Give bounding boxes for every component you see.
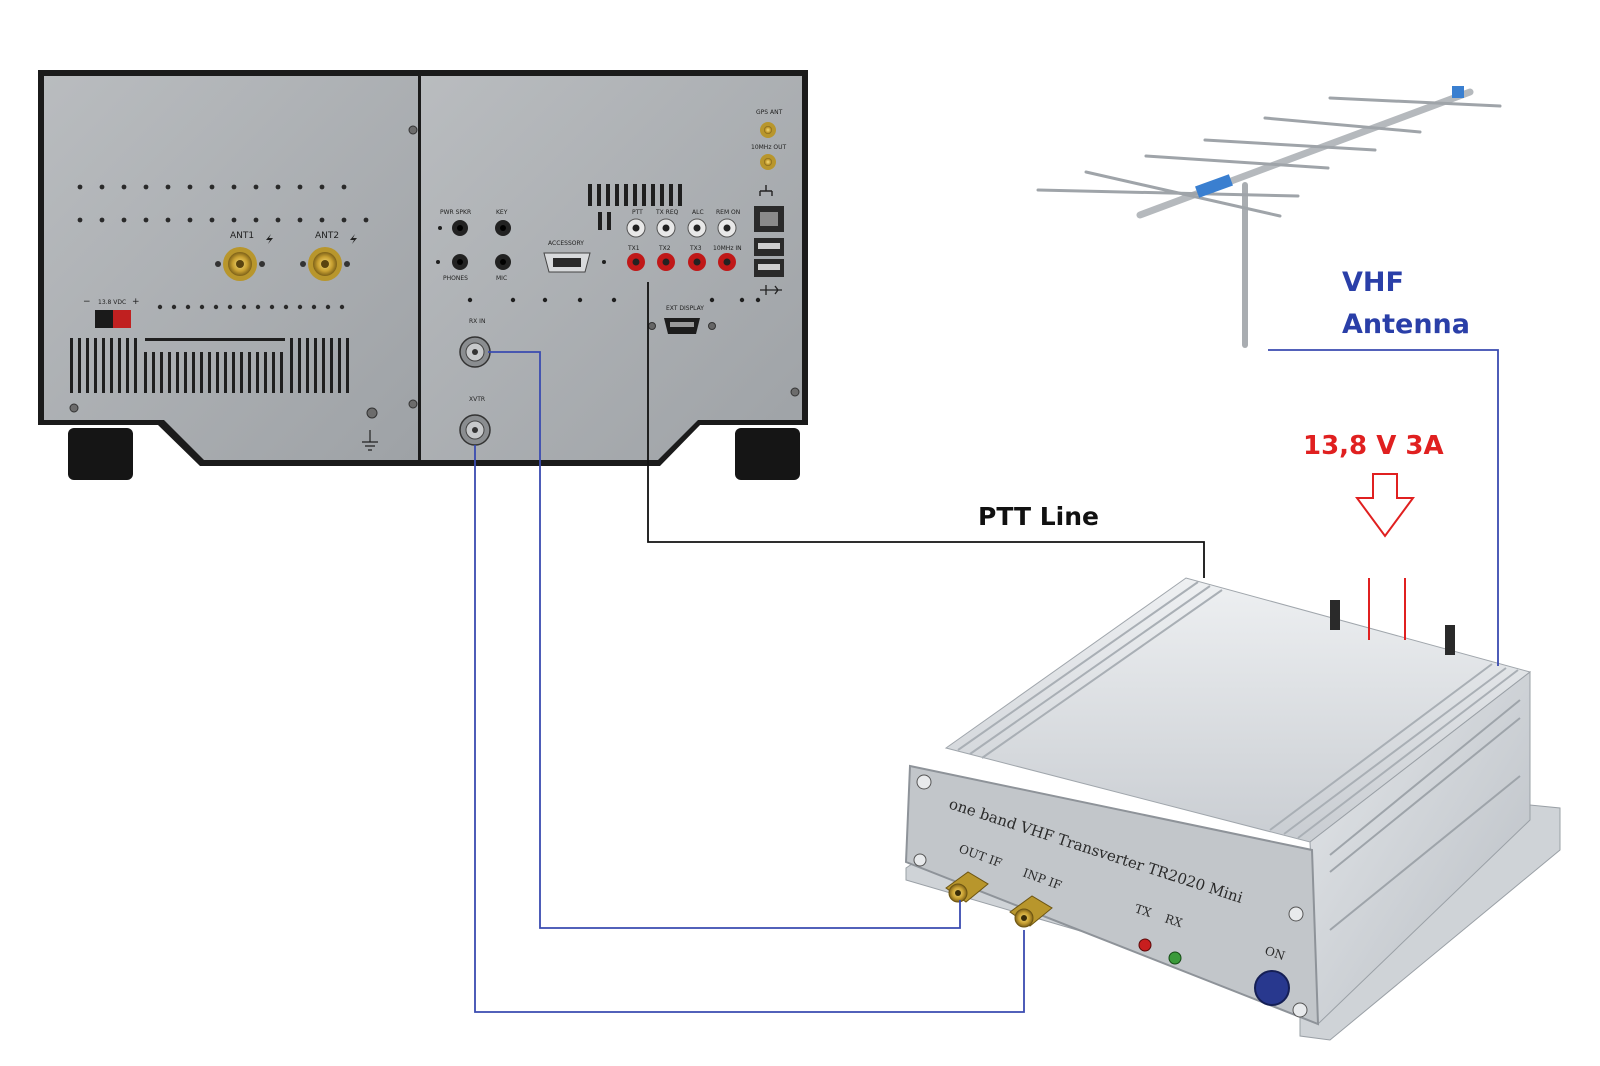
hdmi-port[interactable]: [664, 318, 700, 334]
dc-label: 13.8 VDC: [98, 299, 126, 306]
inp-if-sma-connector[interactable]: [1009, 895, 1053, 928]
key-label: KEY: [496, 209, 508, 216]
ptt-line-label: PTT Line: [978, 502, 1099, 531]
vent-slots: [70, 338, 349, 393]
tx1-label: TX1: [627, 245, 640, 252]
mic-label: MIC: [496, 275, 507, 282]
down-arrow-icon: [1355, 473, 1415, 538]
antenna-feed-cable: [1268, 349, 1499, 666]
tx2-label: TX2: [658, 245, 671, 252]
ten-mhz-in-label: 10MHz IN: [713, 245, 742, 252]
tx3-label: TX3: [689, 245, 702, 252]
ground-icon: [362, 430, 378, 451]
phones-label: PHONES: [443, 275, 468, 282]
ptt-line-cable: [647, 282, 1205, 578]
rca-jacks-bottom: TX1 TX2 TX3 10MHz IN: [627, 245, 742, 271]
lightning-icon: [350, 234, 357, 244]
cables: [474, 282, 1499, 1013]
dc-plus-label: +: [132, 297, 140, 307]
vhf-yagi-antenna: [1036, 86, 1502, 348]
accessory-label: ACCESSORY: [548, 240, 584, 247]
on-button-label: ON: [1263, 944, 1287, 964]
on-button[interactable]: [1254, 970, 1290, 1006]
screws: [69, 125, 800, 419]
rear-terminals: [1330, 600, 1455, 655]
xvtr-cable: [474, 445, 1025, 1013]
lightning-icon: [266, 234, 273, 244]
foot-right: [735, 428, 800, 480]
out-if-sma-connector[interactable]: [945, 871, 989, 903]
front-panel: [904, 764, 1320, 1026]
ptt-jack-label: PTT: [632, 209, 643, 216]
tx-led-label: TX: [1133, 902, 1153, 921]
power-label: 13,8 V 3A: [1303, 431, 1444, 461]
gps-ant-label: GPS ANT: [756, 109, 783, 116]
gps-ant-connector[interactable]: [760, 122, 776, 138]
rx-in-cable: [488, 351, 961, 929]
rx-led: [1168, 951, 1182, 965]
tx-req-label: TX REQ: [655, 209, 679, 216]
vent-holes: [77, 184, 369, 310]
dc-minus-label: −: [83, 297, 91, 307]
rem-on-label: REM ON: [716, 209, 740, 216]
tx-led: [1138, 938, 1152, 952]
front-screws: [913, 774, 1308, 1018]
ant1-label: ANT1: [230, 231, 254, 241]
rx-in-label: RX IN: [469, 318, 485, 325]
rx-led-label: RX: [1163, 912, 1184, 931]
vhf-label: VHF: [1342, 267, 1404, 298]
usb-icon: [760, 285, 782, 295]
ant2-connector[interactable]: [300, 247, 350, 281]
right-panel: [421, 76, 802, 460]
ten-mhz-out-connector[interactable]: [760, 154, 776, 170]
small-holes: [436, 226, 761, 303]
pwr-spkr-label: PWR SPKR: [440, 209, 471, 216]
transverter-box: one band VHF Transverter TR2020 Mini OUT…: [904, 577, 1561, 1041]
ant1-connector[interactable]: [215, 247, 265, 281]
network-icon: [759, 185, 773, 196]
ten-mhz-out-label: 10MHz OUT: [751, 144, 786, 151]
xvtr-connector[interactable]: [459, 414, 491, 446]
ant2-label: ANT2: [315, 231, 339, 241]
rca-jacks-top: PTT TX REQ ALC REM ON: [626, 209, 740, 238]
foot-left: [68, 428, 133, 480]
transceiver-back-panel: ANT1 ANT2 13.8 VDC − + GPS ANT 10MHz OUT: [38, 70, 808, 480]
ext-display-label: EXT DISPLAY: [666, 305, 704, 312]
dc-power-connector[interactable]: [95, 310, 131, 328]
alc-label: ALC: [692, 209, 704, 216]
xvtr-label: XVTR: [469, 396, 485, 403]
vent-slots-right: [588, 184, 682, 230]
antenna-label: Antenna: [1342, 309, 1470, 340]
rx-in-connector[interactable]: [459, 336, 491, 368]
accessory-connector[interactable]: [543, 252, 591, 273]
